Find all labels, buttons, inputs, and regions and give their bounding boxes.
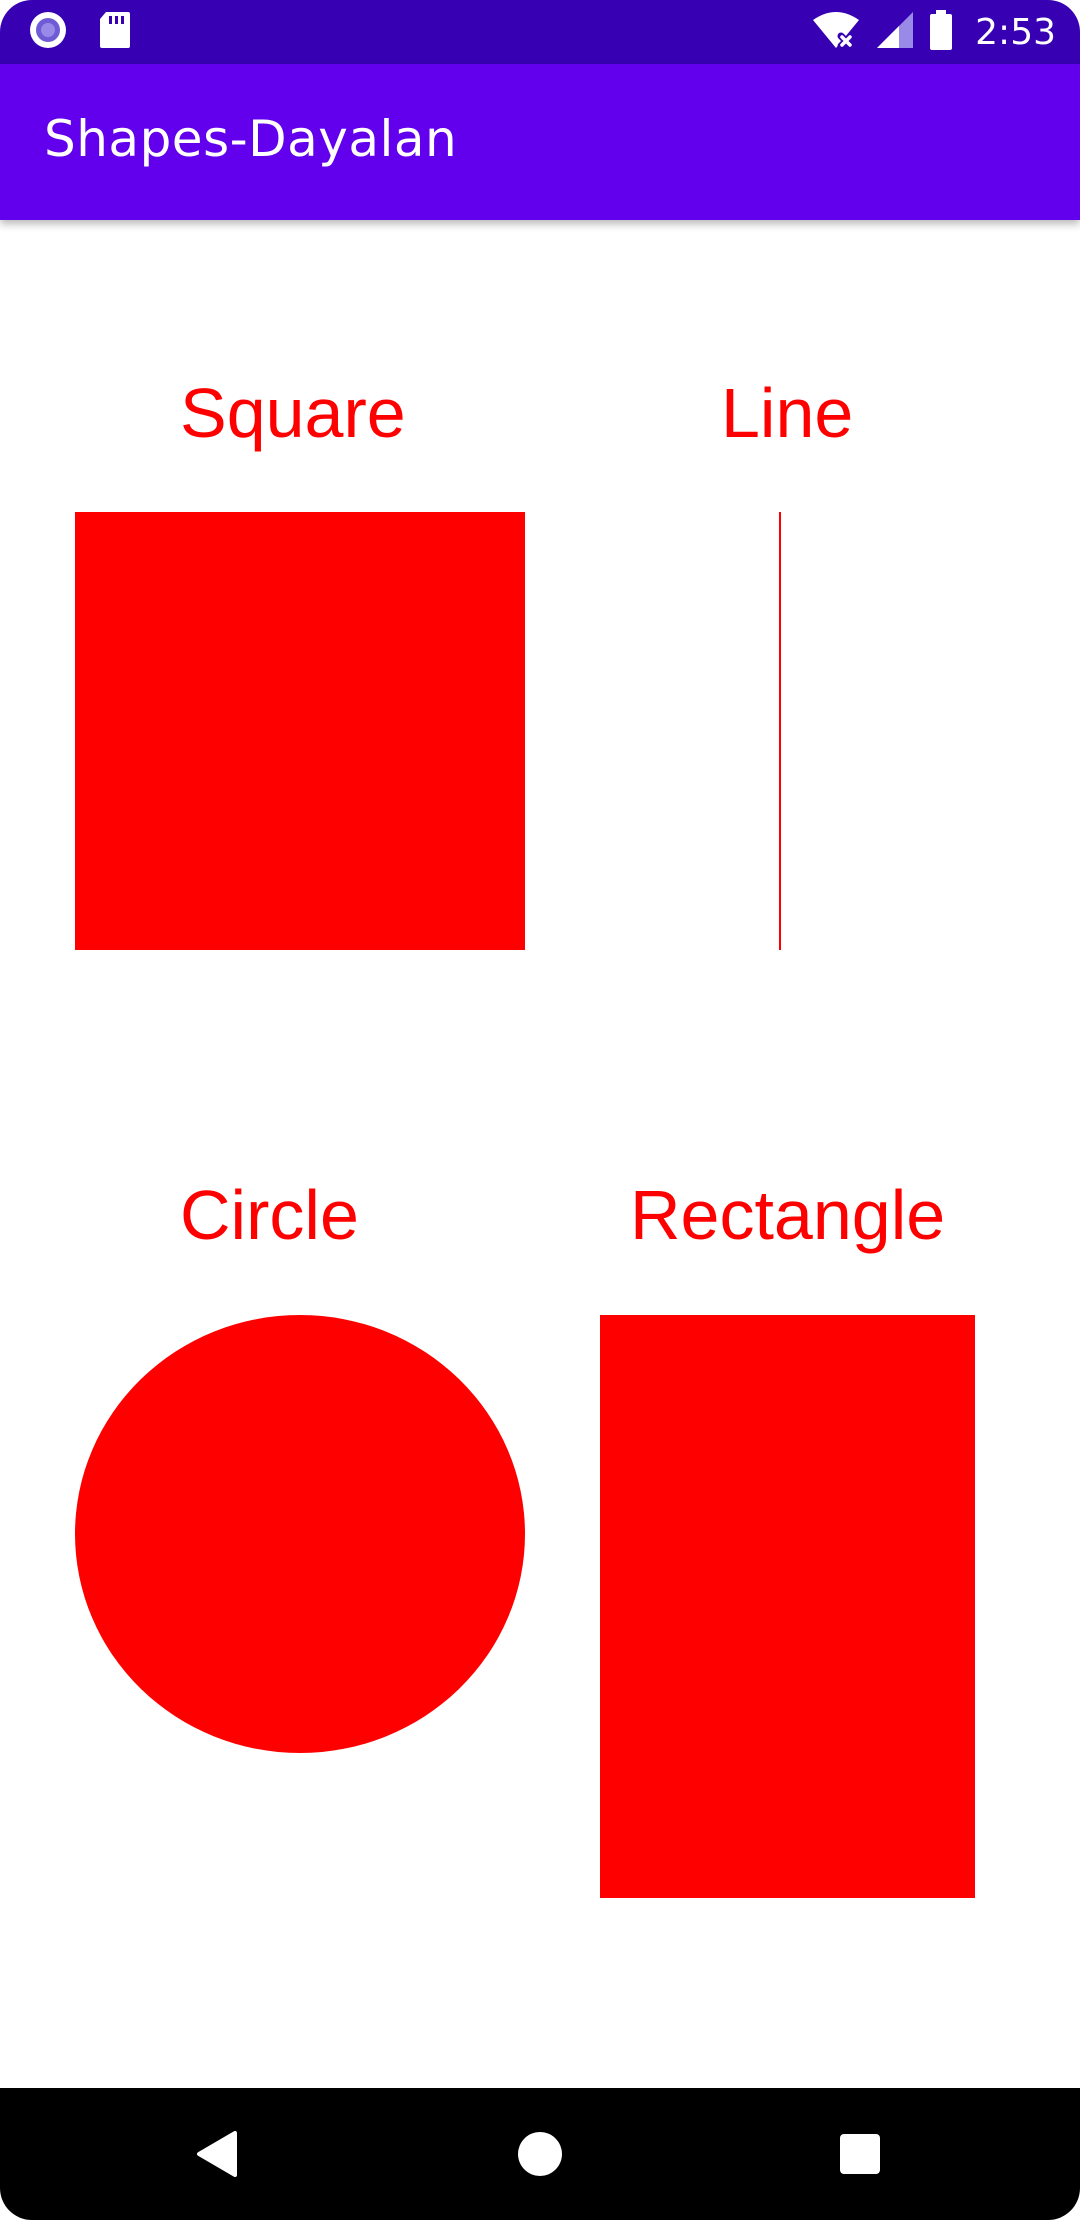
line-label: Line — [721, 374, 854, 452]
home-button[interactable] — [504, 2118, 576, 2190]
status-right: 2:53 — [811, 8, 1056, 56]
status-bar: 2:53 — [0, 0, 1080, 64]
circle-shape — [75, 1315, 525, 1753]
app-bar: Shapes-Dayalan — [0, 64, 1080, 220]
shapes-canvas: Square Line Circle Rectangle — [0, 220, 1080, 2088]
rectangle-label: Rectangle — [630, 1176, 946, 1254]
sd-card-icon — [98, 10, 132, 54]
cell-signal-icon — [875, 10, 915, 54]
navigation-bar — [0, 2088, 1080, 2220]
circle-label: Circle — [180, 1176, 359, 1254]
square-label: Square — [180, 374, 406, 452]
battery-icon — [929, 10, 953, 54]
line-shape — [779, 512, 781, 950]
record-icon — [28, 10, 68, 54]
recents-icon — [840, 2134, 880, 2174]
status-left — [28, 12, 132, 52]
square-shape — [75, 512, 525, 950]
app-title: Shapes-Dayalan — [44, 110, 458, 168]
rectangle-shape — [600, 1315, 975, 1898]
back-icon — [197, 2131, 237, 2177]
status-time: 2:53 — [975, 11, 1056, 53]
wifi-off-icon — [811, 10, 861, 54]
recents-button[interactable] — [824, 2118, 896, 2190]
home-icon — [518, 2132, 562, 2176]
back-button[interactable] — [184, 2118, 256, 2190]
